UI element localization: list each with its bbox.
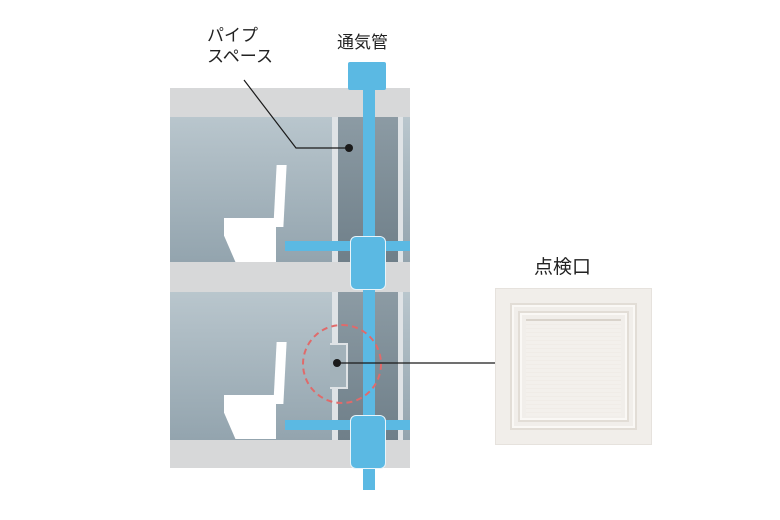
lower-shaft-wall-right [398, 292, 403, 440]
upper-pipe-joint [350, 236, 386, 290]
inspection-port-label: 点検口 [534, 256, 592, 278]
upper-toilet-bowl-icon [224, 218, 276, 262]
upper-shaft-wall-right [398, 117, 403, 262]
inspection-port-photo [495, 288, 652, 445]
lower-toilet-bowl-icon [224, 395, 276, 439]
vent-pipe-label: 通気管 [337, 33, 388, 53]
inner-panel [526, 319, 621, 416]
outer-frame [510, 303, 637, 430]
pipe-space-label: パイプ スペース [207, 26, 273, 67]
lower-drain-pipe [285, 420, 410, 430]
upper-room-right [403, 117, 410, 262]
upper-drain-pipe [285, 241, 410, 251]
lower-pipe-joint [350, 415, 386, 469]
upper-shaft-wall [332, 117, 338, 262]
middle-frame [518, 311, 629, 422]
lower-room-right [403, 292, 410, 440]
pipe-space-marker-dot [345, 144, 353, 152]
vent-cap [348, 62, 386, 90]
highlight-circle [302, 324, 382, 404]
inspection-marker-dot [333, 359, 341, 367]
